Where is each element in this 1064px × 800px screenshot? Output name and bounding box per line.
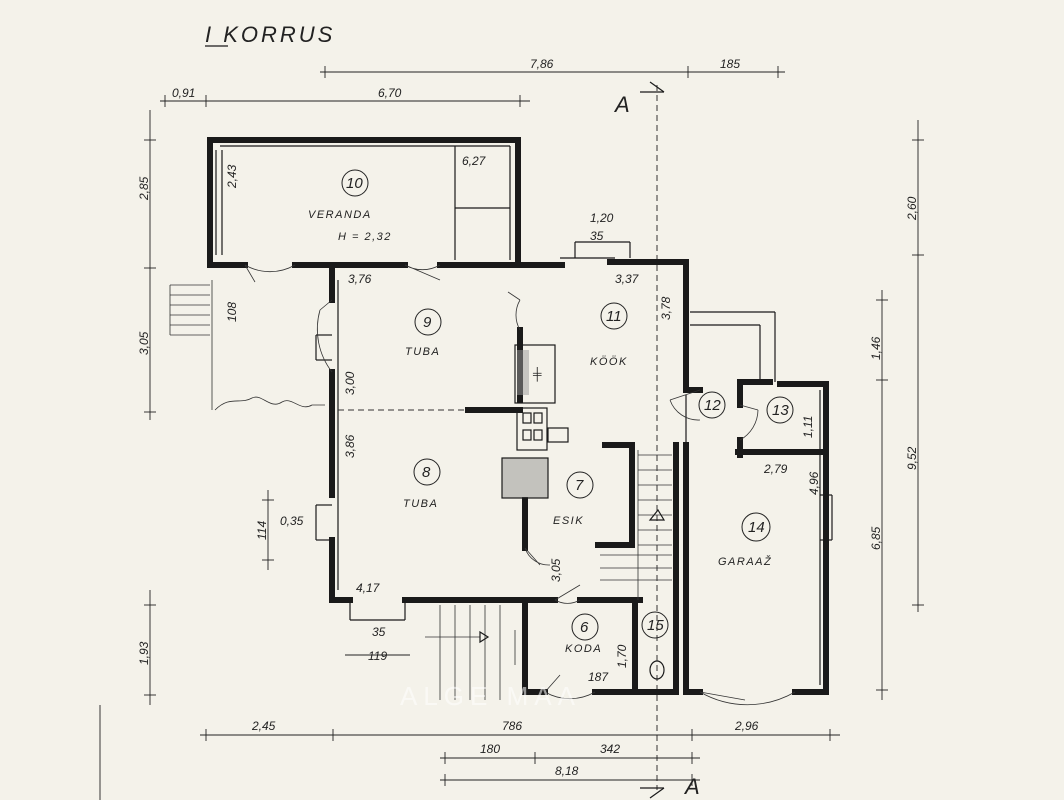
dim-left-114: 114 — [255, 521, 269, 540]
room-8: 8 TUBA — [403, 458, 441, 510]
room-7: 7 ESIK — [553, 471, 594, 527]
dim-right-2-60: 2,60 — [905, 196, 919, 221]
room-9-name: TUBA — [405, 346, 440, 358]
dim-bottom-342: 342 — [600, 742, 620, 756]
left-dimension-lines — [99, 110, 274, 800]
dim-in-2-79: 2,79 — [763, 462, 788, 476]
dim-right-9-52: 9,52 — [905, 446, 919, 470]
room-10: 10 VERANDA H = 2,32 — [308, 169, 392, 243]
dim-top-6-70: 6,70 — [378, 86, 402, 100]
room-9: 9 TUBA — [405, 308, 442, 358]
dim-top-0-91: 0,91 — [172, 86, 195, 100]
room-13-number: 13 — [772, 402, 789, 419]
room-10-number: 10 — [346, 175, 363, 192]
stove-icon: ╪ — [532, 367, 542, 382]
room-13: 13 — [766, 396, 794, 424]
doors — [244, 264, 796, 706]
dim-bottom-180: 180 — [480, 742, 500, 756]
stove-fixture: ╪ — [501, 344, 569, 499]
terrain-sketch — [211, 280, 325, 411]
room-6: 6 KODA — [565, 613, 602, 655]
dim-bottom-8-18: 8,18 — [555, 764, 579, 778]
room-6-number: 6 — [580, 619, 589, 636]
dim-right-6-85: 6,85 — [869, 526, 883, 550]
plan-title: I KORRUS — [205, 22, 335, 47]
room-7-number: 7 — [575, 477, 584, 494]
watermark: ALGE MAA — [400, 681, 581, 711]
dim-left-2-85: 2,85 — [137, 176, 151, 201]
toilet-icon — [649, 660, 665, 680]
room-9-number: 9 — [423, 314, 432, 331]
dim-in-4-17: 4,17 — [356, 581, 381, 595]
dim-bottom-2-45: 2,45 — [251, 719, 276, 733]
dim-in-35-a: 35 — [590, 229, 604, 243]
dim-in-3-05: 3,05 — [549, 558, 563, 582]
dim-bottom-2-96: 2,96 — [734, 719, 759, 733]
dim-left-0-35: 0,35 — [280, 514, 304, 528]
room-14-number: 14 — [748, 519, 765, 536]
dim-top-185: 185 — [720, 57, 740, 71]
dim-in-3-37: 3,37 — [615, 272, 640, 286]
dim-in-3-76: 3,76 — [348, 272, 372, 286]
room-11-number: 11 — [606, 308, 622, 325]
dim-in-1-11: 1,11 — [801, 416, 815, 438]
room-6-name: KODA — [565, 643, 602, 655]
staircase — [169, 284, 672, 700]
room-7-name: ESIK — [553, 515, 584, 527]
windows-and-details — [215, 145, 833, 685]
room-15-number: 15 — [647, 617, 664, 634]
dim-in-2-43: 2,43 — [225, 164, 239, 189]
room-8-number: 8 — [422, 464, 431, 481]
room-15: 15 — [641, 611, 669, 639]
dim-in-3-78: 3,78 — [659, 296, 673, 320]
dim-in-3-00: 3,00 — [343, 371, 357, 395]
dim-right-1-46: 1,46 — [869, 336, 883, 360]
room-10-note: H = 2,32 — [338, 231, 392, 243]
dim-in-6-27: 6,27 — [462, 154, 487, 168]
room-14: 14 GARAAŽ — [718, 512, 772, 568]
room-14-name: GARAAŽ — [718, 555, 772, 568]
section-cut-line — [640, 81, 665, 799]
room-12: 12 — [698, 391, 726, 419]
dim-in-35-b: 35 — [372, 625, 386, 639]
dim-left-3-05: 3,05 — [137, 331, 151, 355]
dim-bottom-786: 786 — [502, 719, 522, 733]
dim-in-4-96: 4,96 — [807, 471, 821, 495]
dim-in-1-70: 1,70 — [615, 644, 629, 668]
section-marker-top: A — [613, 92, 630, 117]
dim-in-108: 108 — [225, 302, 239, 322]
room-8-name: TUBA — [403, 498, 438, 510]
bottom-dimension-lines — [200, 729, 840, 786]
section-marker-bottom: A — [683, 774, 700, 799]
dim-in-1-20: 1,20 — [590, 211, 614, 225]
dim-in-3-86: 3,86 — [343, 434, 357, 458]
top-dimension-lines — [160, 66, 785, 107]
dim-left-1-93: 1,93 — [137, 641, 151, 665]
room-10-name: VERANDA — [308, 209, 372, 221]
dim-in-119: 119 — [368, 649, 387, 663]
walls — [207, 137, 829, 695]
dim-in-187: 187 — [588, 670, 609, 684]
right-dimension-lines — [876, 120, 924, 700]
room-11: 11 KÖÖK — [590, 302, 628, 368]
room-12-number: 12 — [704, 397, 721, 414]
dim-top-7-86: 7,86 — [530, 57, 554, 71]
room-11-name: KÖÖK — [590, 356, 628, 368]
